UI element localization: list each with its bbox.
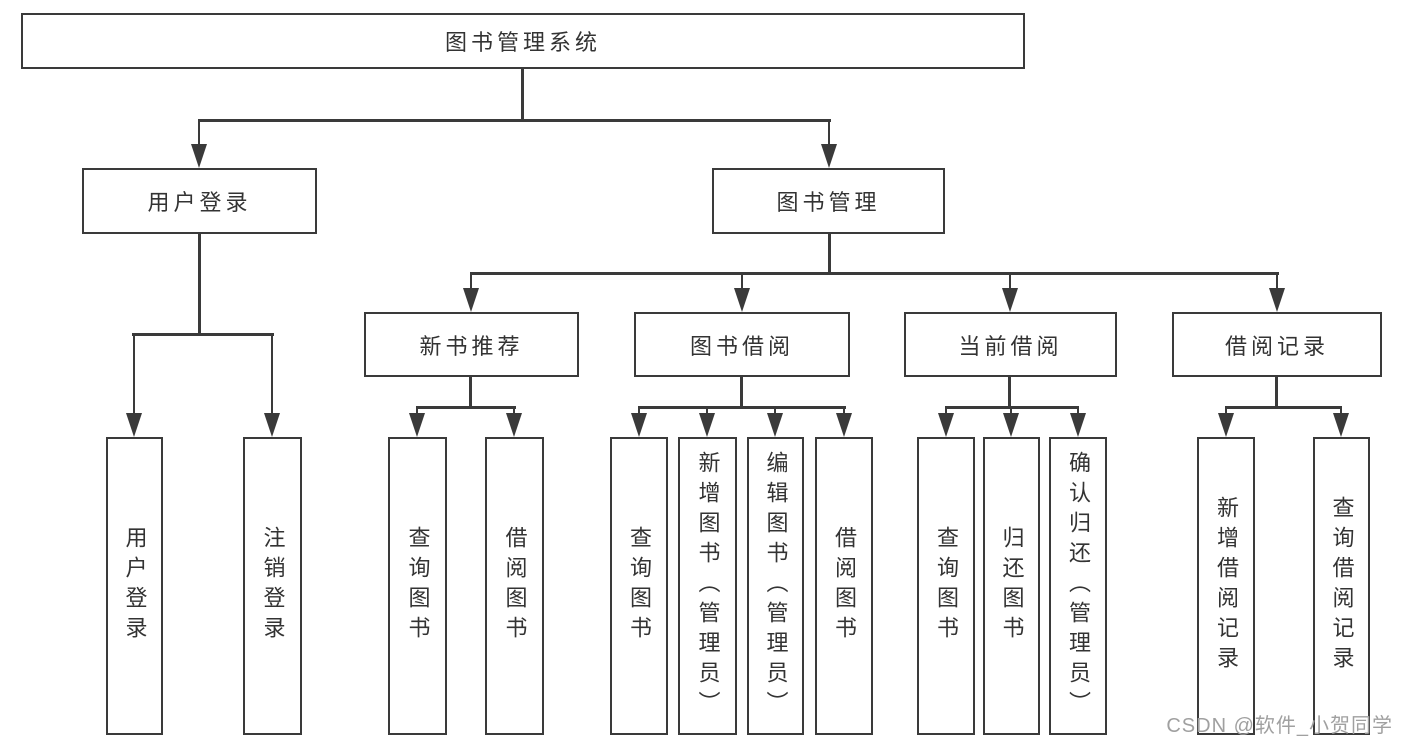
leaf-current-query-book: 查询图书 bbox=[917, 437, 975, 735]
arrow-down-book-management bbox=[821, 120, 837, 168]
arrow-down-recommend-query bbox=[409, 407, 425, 437]
arrow-down-borrow-add bbox=[699, 407, 715, 437]
connector-user-login-hline bbox=[132, 333, 274, 336]
arrow-down-user-login bbox=[191, 120, 207, 168]
arrow-down-book-borrow bbox=[734, 273, 750, 312]
arrow-down-leaf-logout bbox=[264, 335, 280, 437]
connector-borrow-hline bbox=[638, 406, 846, 409]
csdn-watermark: CSDN @软件_小贺同学 bbox=[1166, 715, 1393, 737]
connector-current-trunk bbox=[1008, 376, 1011, 408]
node-book-borrow: 图书借阅 bbox=[634, 312, 850, 377]
leaf-borrow-borrow-book: 借阅图书 bbox=[815, 437, 873, 735]
arrow-down-recommend-borrow bbox=[506, 407, 522, 437]
node-root: 图书管理系统 bbox=[21, 13, 1025, 69]
arrow-down-current-return bbox=[1003, 407, 1019, 437]
arrow-down-current-borrow bbox=[1002, 273, 1018, 312]
leaf-record-add-record: 新增借阅记录 bbox=[1197, 437, 1255, 735]
arrow-down-leaf-user-login bbox=[126, 335, 142, 437]
connector-record-trunk bbox=[1275, 376, 1278, 408]
arrow-down-current-query bbox=[938, 407, 954, 437]
connector-level3-hline bbox=[470, 272, 1279, 275]
node-book-management: 图书管理 bbox=[712, 168, 945, 234]
node-current-borrow: 当前借阅 bbox=[904, 312, 1117, 377]
leaf-recommend-query-book: 查询图书 bbox=[388, 437, 447, 735]
node-new-book-recommend: 新书推荐 bbox=[364, 312, 579, 377]
arrow-down-record-query bbox=[1333, 407, 1349, 437]
connector-level2-hline bbox=[198, 119, 831, 122]
arrow-down-record-add bbox=[1218, 407, 1234, 437]
connector-recommend-hline bbox=[416, 406, 516, 409]
leaf-logout: 注销登录 bbox=[243, 437, 302, 735]
arrow-down-borrow-edit bbox=[767, 407, 783, 437]
node-borrow-record: 借阅记录 bbox=[1172, 312, 1382, 377]
arrow-down-borrow-borrow bbox=[836, 407, 852, 437]
leaf-current-return-book: 归还图书 bbox=[983, 437, 1040, 735]
arrow-down-borrow-record bbox=[1269, 273, 1285, 312]
leaf-record-query-record: 查询借阅记录 bbox=[1313, 437, 1370, 735]
connector-book-mgmt-trunk bbox=[828, 233, 831, 274]
leaf-borrow-edit-book-admin: 编辑图书（管理员） bbox=[747, 437, 804, 735]
connector-user-login-trunk bbox=[198, 233, 201, 335]
leaf-current-confirm-return-admin: 确认归还（管理员） bbox=[1049, 437, 1107, 735]
arrow-down-new-book-recommend bbox=[463, 273, 479, 312]
connector-borrow-trunk bbox=[740, 376, 743, 408]
node-user-login: 用户登录 bbox=[82, 168, 317, 234]
connector-recommend-trunk bbox=[469, 376, 472, 408]
leaf-user-login: 用户登录 bbox=[106, 437, 163, 735]
arrow-down-current-confirm bbox=[1070, 407, 1086, 437]
connector-record-hline bbox=[1225, 406, 1342, 409]
connector-root-trunk bbox=[521, 68, 524, 121]
leaf-borrow-query-book: 查询图书 bbox=[610, 437, 668, 735]
leaf-recommend-borrow-book: 借阅图书 bbox=[485, 437, 544, 735]
leaf-borrow-add-book-admin: 新增图书（管理员） bbox=[678, 437, 737, 735]
arrow-down-borrow-query bbox=[631, 407, 647, 437]
